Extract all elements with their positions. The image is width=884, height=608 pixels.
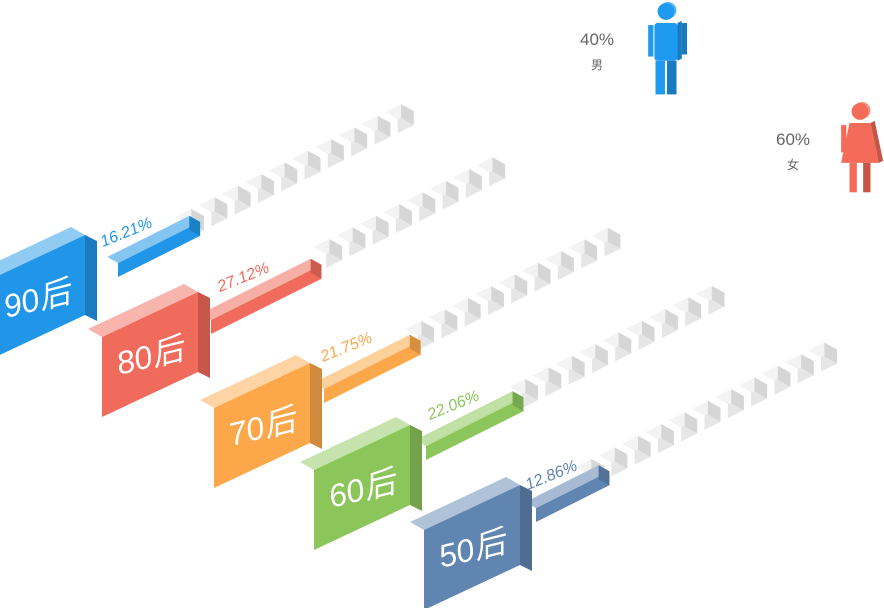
category-block: 70后	[200, 355, 322, 488]
category-block: 80后	[88, 284, 210, 417]
remaining-cubes	[405, 227, 621, 350]
gray-cube	[625, 320, 655, 350]
gray-cube	[598, 447, 628, 477]
remaining-cubes	[575, 342, 837, 488]
gray-cube	[222, 185, 251, 215]
gray-cube	[579, 344, 608, 374]
remaining-cubes	[509, 285, 725, 408]
gray-cube	[360, 215, 389, 245]
male-person-icon	[648, 2, 687, 95]
gray-cube	[336, 227, 366, 257]
gray-cube	[645, 424, 674, 454]
gray-cube	[198, 197, 228, 227]
gray-cube	[245, 174, 274, 204]
gray-cube	[315, 139, 344, 169]
remaining-cubes	[175, 104, 414, 238]
gray-cube	[668, 412, 698, 442]
male-label: 男	[590, 58, 603, 72]
gray-cube	[452, 297, 481, 327]
female-label: 女	[786, 158, 799, 172]
value-bar	[107, 215, 201, 277]
gray-cube	[808, 342, 837, 372]
gray-cube	[556, 355, 585, 385]
age-row-60后: 22.06%60后	[300, 285, 725, 550]
gray-cube	[475, 286, 504, 316]
gray-cube	[361, 115, 391, 145]
value-bar	[415, 391, 524, 460]
gray-cube	[383, 204, 412, 234]
gray-cube	[453, 169, 482, 199]
age-row-90后: 16.21%90后	[0, 104, 414, 355]
gray-cube	[602, 332, 632, 362]
gray-cube	[405, 321, 434, 350]
age-row-50后: 12.86%50后	[410, 342, 837, 608]
remaining-cubes	[313, 157, 506, 268]
gray-cube	[385, 104, 414, 134]
gray-cube	[521, 262, 551, 292]
gray-cube	[715, 389, 744, 419]
value-bar	[525, 465, 610, 522]
gray-cube	[498, 274, 528, 304]
gray-cube	[622, 435, 651, 465]
gray-cube	[313, 239, 342, 268]
female-percent: 60%	[775, 130, 811, 149]
gray-cube	[268, 162, 298, 192]
gray-cube	[509, 379, 538, 408]
value-bar	[200, 258, 322, 334]
gray-cube	[406, 192, 436, 222]
value-bar	[313, 334, 421, 403]
female-person-icon	[841, 102, 884, 193]
gray-cube	[691, 400, 721, 430]
gray-cube	[568, 239, 598, 269]
male-percent: 40%	[579, 30, 615, 49]
gray-cube	[476, 157, 506, 187]
category-block: 50后	[410, 477, 532, 608]
gray-cube	[591, 227, 621, 257]
gray-cube	[761, 365, 791, 395]
gray-cube	[532, 367, 562, 397]
gray-cube	[428, 309, 458, 339]
gray-cube	[785, 354, 814, 384]
category-block: 60后	[300, 417, 422, 550]
gray-cube	[672, 297, 702, 327]
gray-cube	[545, 251, 574, 281]
gray-cube	[738, 377, 768, 407]
gray-cube	[291, 150, 321, 180]
category-block: 90后	[0, 227, 97, 355]
gray-cube	[338, 127, 368, 157]
gray-cube	[695, 285, 725, 315]
gray-cube	[649, 309, 678, 339]
gray-cube	[429, 180, 459, 210]
